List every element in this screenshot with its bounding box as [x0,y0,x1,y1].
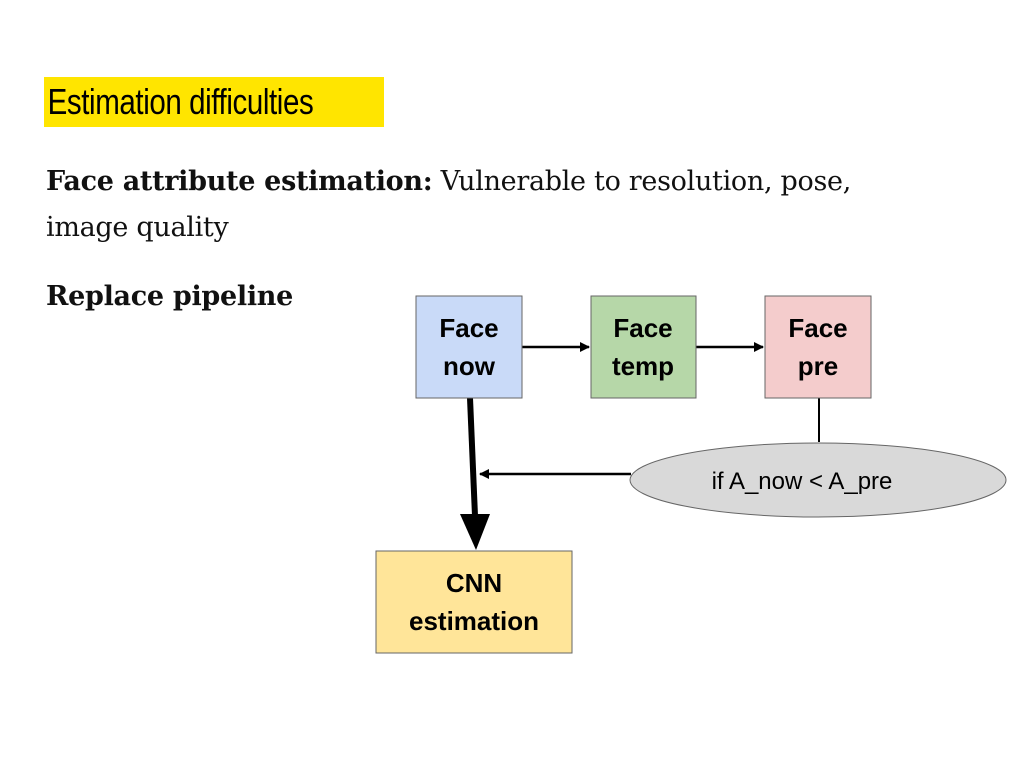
node-face-now: Face now [415,295,523,399]
node-face-pre-line2: pre [798,351,838,381]
slide-title: Estimation difficulties [47,81,314,122]
node-face-pre: Face pre [764,295,872,399]
bullet-face-attribute-continued: image quality [46,212,229,243]
condition-label: if A_now < A_pre [712,468,893,495]
node-face-pre-line1: Face [788,313,847,343]
bullet-face-attribute: Face attribute estimation: Vulnerable to… [46,166,851,197]
edge-now-to-cnn [467,397,478,517]
node-face-temp-line1: Face [613,313,672,343]
bullet-face-attribute-bold: Face attribute estimation: [46,166,433,197]
node-face-temp-line2: temp [612,351,674,381]
edge-now-to-cnn-arrowhead [460,514,490,550]
title-highlight [44,77,384,127]
node-cnn-estimation: CNN estimation [375,550,573,654]
node-face-temp: Face temp [590,295,697,399]
node-cnn-line1: CNN [446,568,502,598]
node-cnn-line2: estimation [409,606,539,636]
bullet-face-attribute-text: Vulnerable to resolution, pose, [432,166,852,197]
bullet-replace-pipeline: Replace pipeline [46,281,293,312]
node-condition: if A_now < A_pre [629,442,1007,518]
node-face-now-line2: now [443,351,496,381]
node-face-now-line1: Face [439,313,498,343]
